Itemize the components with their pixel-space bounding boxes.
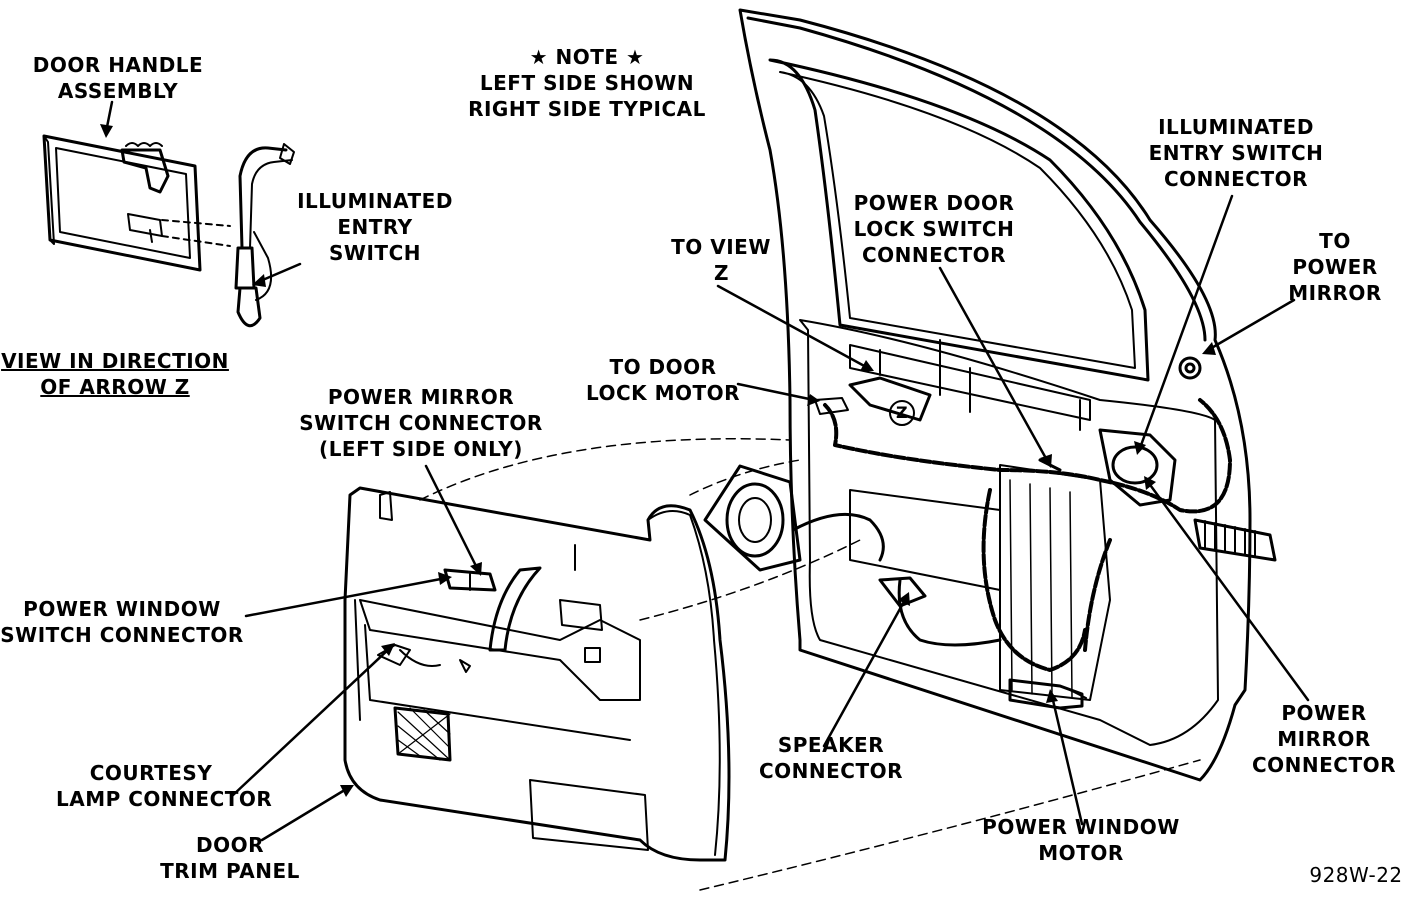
projection-lines [419,438,1201,891]
label-speaker-connector: SPEAKER CONNECTOR [746,732,916,784]
leader-door-trim-panel [260,786,350,842]
label-door-trim-panel: DOOR TRIM PANEL [150,832,310,884]
label-line: TRIM PANEL [160,859,300,883]
label-line: OF ARROW Z [40,375,190,399]
label-power-window-motor: POWER WINDOW MOTOR [976,814,1186,866]
label-line: MIRROR [1277,727,1371,751]
label-line: POWER WINDOW [982,815,1180,839]
label-line: POWER [1292,255,1378,279]
label-line: POWER WINDOW [23,597,221,621]
leader-power-mirror-connector [1146,480,1310,702]
door-frame-drawing [703,8,1277,782]
label-line: COURTESY [89,761,213,785]
label-line: ENTRY SWITCH [1148,141,1324,165]
label-power-mirror-connector: POWER MIRROR CONNECTOR [1246,700,1402,778]
leader-lines [104,100,1310,842]
label-line: POWER [1281,701,1367,725]
label-power-window-switch-connector: POWER WINDOW SWITCH CONNECTOR [0,596,244,648]
label-line: ASSEMBLY [57,79,179,103]
label-line: TO DOOR [609,355,717,379]
label-line: DOOR [195,833,264,857]
label-line: CONNECTOR [1251,753,1397,777]
leader-arrowheads [100,124,1216,797]
label-line: ENTRY [337,215,413,239]
leader-speaker-connector [822,596,908,748]
label-line: SWITCH CONNECTOR [299,411,543,435]
leader-power-mirror-switch [424,464,480,572]
label-line: ILLUMINATED [1158,115,1314,139]
arrow-z-letter: Z [895,403,909,422]
label-to-power-mirror: TO POWER MIRROR [1280,228,1390,306]
leader-courtesy-lamp [230,646,392,798]
door-handle-assembly-drawing [42,134,295,328]
label-line: LOCK SWITCH [853,217,1015,241]
door-trim-panel-drawing [343,486,731,862]
label-line: VIEW IN DIRECTION [1,349,229,373]
label-line: SWITCH [329,241,421,265]
label-power-mirror-switch-connector: POWER MIRROR SWITCH CONNECTOR (LEFT SIDE… [296,384,546,462]
label-line: CONNECTOR [758,759,904,783]
label-line: TO VIEW [671,235,771,259]
label-line: SWITCH CONNECTOR [0,623,244,647]
label-line: ★ NOTE ★ [529,45,645,69]
label-line: (LEFT SIDE ONLY) [319,437,523,461]
leader-power-door-lock [938,266,1050,464]
leader-illuminated-switch [256,262,302,284]
label-line: CONNECTOR [861,243,1007,267]
leader-power-window-motor [1050,694,1084,826]
label-power-door-lock-switch-connector: POWER DOOR LOCK SWITCH CONNECTOR [842,190,1026,268]
figure-id: 928W-22 [1309,863,1403,887]
label-to-view-z: TO VIEW Z [656,234,786,286]
label-line: TO [1319,229,1351,253]
label-illuminated-entry-switch-connector: ILLUMINATED ENTRY SWITCH CONNECTOR [1136,114,1336,192]
leader-illuminated-connector [1138,194,1234,450]
label-courtesy-lamp-connector: COURTESY LAMP CONNECTOR [56,760,273,812]
label-line: POWER MIRROR [327,385,515,409]
note-left-side-shown: ★ NOTE ★ LEFT SIDE SHOWN RIGHT SIDE TYPI… [462,44,712,122]
label-line: DOOR HANDLE [32,53,204,77]
label-line: LEFT SIDE SHOWN [479,71,695,95]
label-line: ILLUMINATED [297,189,453,213]
leader-to-door-lock-motor [736,382,816,402]
label-to-door-lock-motor: TO DOOR LOCK MOTOR [578,354,748,406]
label-line: MOTOR [1038,841,1124,865]
label-line: LAMP CONNECTOR [56,787,273,811]
label-line: RIGHT SIDE TYPICAL [468,97,706,121]
label-line: SPEAKER [777,733,885,757]
label-door-handle-assembly: DOOR HANDLE ASSEMBLY [20,52,216,104]
label-line: MIRROR [1288,281,1382,305]
leader-to-view-z [716,284,870,370]
label-line: POWER DOOR [853,191,1015,215]
label-line: CONNECTOR [1163,167,1309,191]
label-line: LOCK MOTOR [585,381,741,405]
leader-power-window-switch [244,576,448,618]
label-view-in-direction: VIEW IN DIRECTION OF ARROW Z [0,348,230,400]
label-line: Z [714,261,730,285]
leader-to-power-mirror [1206,298,1296,352]
label-illuminated-entry-switch: ILLUMINATED ENTRY SWITCH [290,188,460,266]
